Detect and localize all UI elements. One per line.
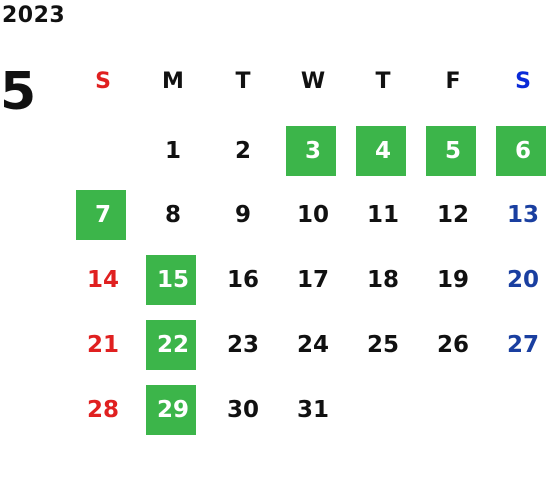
day-number: 16 <box>226 267 259 293</box>
calendar-day-highlighted[interactable]: 3 <box>278 126 348 176</box>
calendar-day[interactable]: 23 <box>208 320 278 370</box>
calendar-day[interactable]: 16 <box>208 255 278 305</box>
calendar-day-highlighted[interactable]: 29 <box>138 385 208 435</box>
highlight-box <box>146 320 196 370</box>
calendar-day-highlighted[interactable]: 5 <box>418 126 488 176</box>
day-number: 15 <box>156 267 189 293</box>
day-number: 21 <box>86 332 119 358</box>
highlight-box <box>146 385 196 435</box>
calendar-day[interactable]: 25 <box>348 320 418 370</box>
day-number: 26 <box>436 332 469 358</box>
day-number: 7 <box>94 202 111 228</box>
day-number: 14 <box>86 267 119 293</box>
day-number: 9 <box>234 202 251 228</box>
calendar-day[interactable]: 2 <box>208 126 278 176</box>
calendar-day-highlighted[interactable]: 15 <box>138 255 208 305</box>
calendar-day-highlighted[interactable]: 4 <box>348 126 418 176</box>
day-number: 2 <box>234 138 251 164</box>
day-number: 10 <box>296 202 329 228</box>
calendar-day[interactable]: 9 <box>208 190 278 240</box>
day-number: 23 <box>226 332 259 358</box>
day-number: 25 <box>366 332 399 358</box>
calendar-day[interactable]: 17 <box>278 255 348 305</box>
highlight-box <box>286 126 336 176</box>
day-number: 30 <box>226 397 259 423</box>
day-number: 24 <box>296 332 329 358</box>
weekday-header: T <box>375 68 391 94</box>
highlight-box <box>496 126 546 176</box>
calendar-day[interactable]: 13 <box>488 190 548 240</box>
day-number: 1 <box>164 138 181 164</box>
day-number: 6 <box>514 138 531 164</box>
weekday-header: F <box>445 68 461 94</box>
weekday-header: M <box>162 68 184 94</box>
highlight-box <box>426 126 476 176</box>
calendar-day-highlighted[interactable]: 6 <box>488 126 548 176</box>
highlight-box <box>76 190 126 240</box>
day-number: 29 <box>156 397 189 423</box>
day-number: 28 <box>86 397 119 423</box>
day-number: 4 <box>374 138 391 164</box>
calendar-day[interactable]: 28 <box>68 385 138 435</box>
day-number: 3 <box>304 138 321 164</box>
calendar-day[interactable]: 1 <box>138 126 208 176</box>
calendar-year: 2023 <box>2 3 66 28</box>
day-number: 12 <box>436 202 469 228</box>
calendar-day[interactable]: 21 <box>68 320 138 370</box>
calendar-day[interactable]: 20 <box>488 255 548 305</box>
calendar-day[interactable]: 24 <box>278 320 348 370</box>
day-number: 17 <box>296 267 329 293</box>
day-number: 8 <box>164 202 181 228</box>
calendar-day-highlighted[interactable]: 22 <box>138 320 208 370</box>
calendar-day[interactable]: 26 <box>418 320 488 370</box>
weekday-header: T <box>235 68 251 94</box>
day-number: 5 <box>444 138 461 164</box>
calendar-day[interactable]: 10 <box>278 190 348 240</box>
day-number: 18 <box>366 267 399 293</box>
day-number: 11 <box>366 202 399 228</box>
day-number: 19 <box>436 267 469 293</box>
highlight-box <box>146 255 196 305</box>
calendar-day[interactable]: 18 <box>348 255 418 305</box>
highlight-box <box>356 126 406 176</box>
day-number: 20 <box>506 267 539 293</box>
calendar-day[interactable]: 8 <box>138 190 208 240</box>
calendar-day[interactable]: 14 <box>68 255 138 305</box>
day-number: 27 <box>506 332 539 358</box>
weekday-header: S <box>95 68 111 94</box>
day-number: 13 <box>506 202 539 228</box>
calendar-day[interactable]: 12 <box>418 190 488 240</box>
calendar-day[interactable]: 31 <box>278 385 348 435</box>
weekday-header: S <box>515 68 531 94</box>
weekday-header: W <box>300 68 326 94</box>
day-number: 31 <box>296 397 329 423</box>
calendar-day-highlighted[interactable]: 7 <box>68 190 138 240</box>
calendar-month: 5 <box>0 62 37 122</box>
calendar-day[interactable]: 11 <box>348 190 418 240</box>
calendar-day[interactable]: 19 <box>418 255 488 305</box>
calendar-day[interactable]: 27 <box>488 320 548 370</box>
calendar-day[interactable]: 30 <box>208 385 278 435</box>
day-number: 22 <box>156 332 189 358</box>
